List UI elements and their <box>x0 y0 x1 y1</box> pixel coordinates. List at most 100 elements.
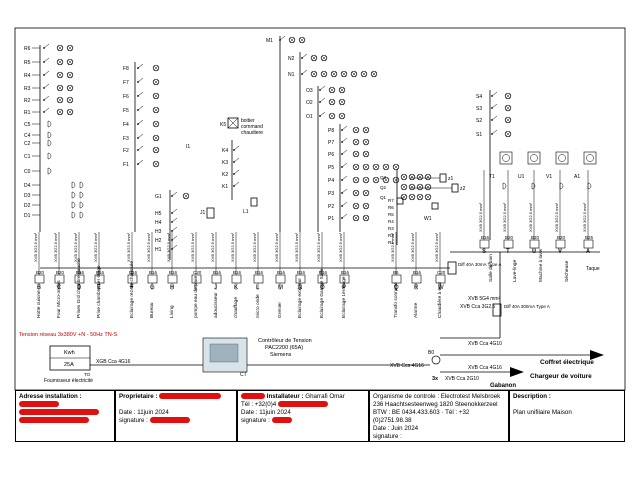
circuit-label: R7 <box>388 198 394 203</box>
switch-icon <box>137 63 144 69</box>
switch-icon <box>319 97 326 103</box>
switch-icon <box>171 235 178 241</box>
breaker-rating: B16 <box>129 270 138 275</box>
installer-cell: Installateur : Gharrafi Omar Tél : +32(0… <box>237 390 369 442</box>
breaker-rating: B16 <box>277 270 286 275</box>
socket-icon <box>71 181 76 189</box>
cable-main-label: XVB 5G4 mm² <box>468 296 501 302</box>
switch-icon <box>137 91 144 97</box>
tension-label: Tension réseau 3x380V +N - 50Hz TN-S <box>19 332 118 338</box>
inspection-date-value: Juin 2024 <box>391 425 419 432</box>
breaker-name: Bureau <box>149 302 155 318</box>
breaker-letter: K <box>234 285 238 291</box>
switch-icon <box>341 149 348 155</box>
socket-icon <box>71 201 76 209</box>
breaker-letter: V <box>558 249 562 255</box>
switch-icon <box>491 115 498 121</box>
lamp-icon <box>416 173 424 181</box>
switch-icon <box>341 175 348 181</box>
breaker-rating: C20 <box>437 270 446 275</box>
lamp-icon <box>362 176 370 184</box>
circuit-label: C2 <box>24 141 31 147</box>
lamp-icon <box>152 160 160 168</box>
lamp-icon <box>152 106 160 114</box>
cable-4g16-label: XVB Cca 4G16 <box>468 365 502 371</box>
appliance-icon <box>527 151 541 165</box>
feeder-cable-label: XVB 3G2.5 mm² <box>338 232 343 262</box>
breaker-name: Machine à laver <box>538 248 544 282</box>
circuit-label: M1 <box>266 38 273 44</box>
circuit-label: C1 <box>24 154 31 160</box>
circuit-label: C0 <box>24 169 31 175</box>
breaker-rating: B25 <box>585 235 594 240</box>
l1-device <box>250 197 258 207</box>
circuit-label: R6 <box>24 46 31 52</box>
owner-label: Proprietaire : <box>119 393 158 400</box>
circuit-label: P8 <box>328 128 334 134</box>
inspection-cell: Organisme de controle : Electrotest Mels… <box>369 390 509 442</box>
svg-text:command: command <box>241 124 263 130</box>
owner-cell: Proprietaire : Date : 11juin 2024 signat… <box>115 390 237 442</box>
circuit-label: D2 <box>24 203 31 209</box>
breaker-rating: B6 <box>393 270 399 275</box>
circuit-label: R2 <box>388 233 394 238</box>
breaker-name: Grenier <box>277 302 283 318</box>
feeder-cable-label: XVB 3G2.5 mm² <box>478 202 483 232</box>
lamp-icon <box>382 163 390 171</box>
svg-text:Gabanon: Gabanon <box>490 383 516 389</box>
owner-signature-label: signature : <box>119 417 148 424</box>
breaker-rating: C20 <box>193 270 202 275</box>
breaker-name: Four Micro-ondes <box>56 280 62 318</box>
circuit-label: D4 <box>24 183 31 189</box>
svg-text:boitier: boitier <box>241 118 255 124</box>
socket-icon <box>47 120 52 128</box>
circuit-label: R2 <box>24 98 31 104</box>
lamp-icon <box>362 189 370 197</box>
breaker-name: Alarme <box>413 302 419 318</box>
switch-icon <box>171 217 178 223</box>
feeder-cable-label: XVB 3G2.5 mm² <box>316 232 321 262</box>
switch-icon <box>43 95 50 101</box>
socket-icon <box>559 182 564 190</box>
circuit-label: D1 <box>24 213 31 219</box>
lamp-icon <box>382 176 390 184</box>
svg-text:Coffret électrique: Coffret électrique <box>540 359 594 366</box>
feeder-cable-label: XVB 3G2.5 mm² <box>190 232 195 262</box>
breaker-letter: F <box>130 285 134 291</box>
lamp-icon <box>362 202 370 210</box>
lamp-icon <box>66 84 74 92</box>
lamp-icon <box>352 126 360 134</box>
circuit-label: R4 <box>24 73 31 79</box>
cable-2g10-label: XVB Cca 2G10 <box>445 376 479 382</box>
breaker-name: Prise chambre 1er étage <box>96 265 102 318</box>
breaker-letter: G <box>150 285 155 291</box>
lamp-icon <box>152 146 160 154</box>
circuit-label: N1 <box>288 72 295 78</box>
lamp-icon <box>352 150 360 158</box>
feeder-cable-label: XVB 3G2.5 mm² <box>53 232 58 262</box>
breaker-letter: B <box>37 285 41 291</box>
lamp-icon <box>66 108 74 116</box>
circuit-label: F8 <box>123 66 129 72</box>
breaker-letter: U <box>532 249 536 255</box>
lamp-icon <box>392 163 400 171</box>
switch-icon <box>43 43 50 49</box>
breaker-letter: N <box>298 285 302 291</box>
socket-icon <box>47 139 52 147</box>
cable-4g16-mid-label: XVB Cca 4G16 <box>390 363 424 369</box>
circuit-label: F2 <box>123 148 129 154</box>
lamp-icon <box>372 176 380 184</box>
lamp-icon <box>338 112 346 120</box>
circuit-label: N2 <box>288 56 295 62</box>
